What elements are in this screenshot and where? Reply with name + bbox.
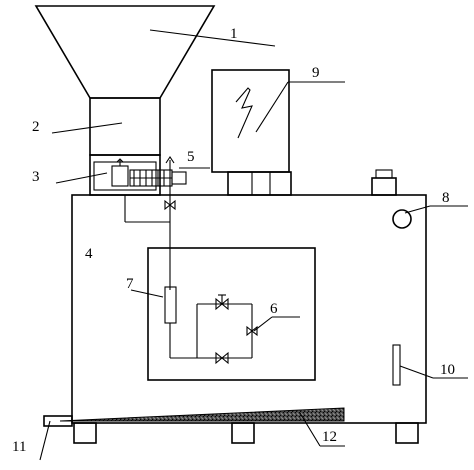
feeder-rotor bbox=[111, 165, 129, 187]
hopper bbox=[34, 5, 216, 99]
outlet-pipe bbox=[43, 415, 73, 427]
callout-3: 3 bbox=[32, 169, 40, 185]
flowmeter bbox=[164, 286, 177, 324]
loop-side-valve bbox=[246, 325, 258, 337]
foot-center bbox=[231, 422, 255, 444]
top-valve bbox=[164, 199, 176, 211]
callout-4: 4 bbox=[85, 246, 93, 262]
lightning-icon bbox=[235, 87, 253, 139]
callout-11: 11 bbox=[12, 439, 26, 455]
callout-12: 12 bbox=[322, 429, 337, 445]
callout-6: 6 bbox=[270, 301, 278, 317]
leader-lines bbox=[39, 29, 468, 461]
inner-chamber bbox=[147, 247, 316, 381]
callout-7: 7 bbox=[126, 276, 134, 292]
loop-bottom-valve bbox=[215, 351, 229, 365]
main-housing bbox=[71, 194, 427, 424]
callout-1: 1 bbox=[230, 26, 238, 42]
callout-9: 9 bbox=[312, 65, 320, 81]
foot-left bbox=[73, 422, 97, 444]
top-vent bbox=[371, 177, 397, 196]
foot-right bbox=[395, 422, 419, 444]
loop-top-valve bbox=[215, 294, 229, 311]
power-box-base bbox=[227, 171, 292, 196]
callout-2: 2 bbox=[32, 119, 40, 135]
callout-5: 5 bbox=[187, 149, 195, 165]
residue-channel bbox=[59, 407, 345, 422]
feeder-housing bbox=[89, 154, 161, 196]
sensor-port bbox=[392, 209, 412, 229]
callout-8: 8 bbox=[442, 190, 450, 206]
screw-motor bbox=[171, 171, 187, 185]
callout-10: 10 bbox=[440, 362, 455, 378]
power-box bbox=[211, 69, 290, 173]
viewing-slot bbox=[392, 344, 401, 386]
